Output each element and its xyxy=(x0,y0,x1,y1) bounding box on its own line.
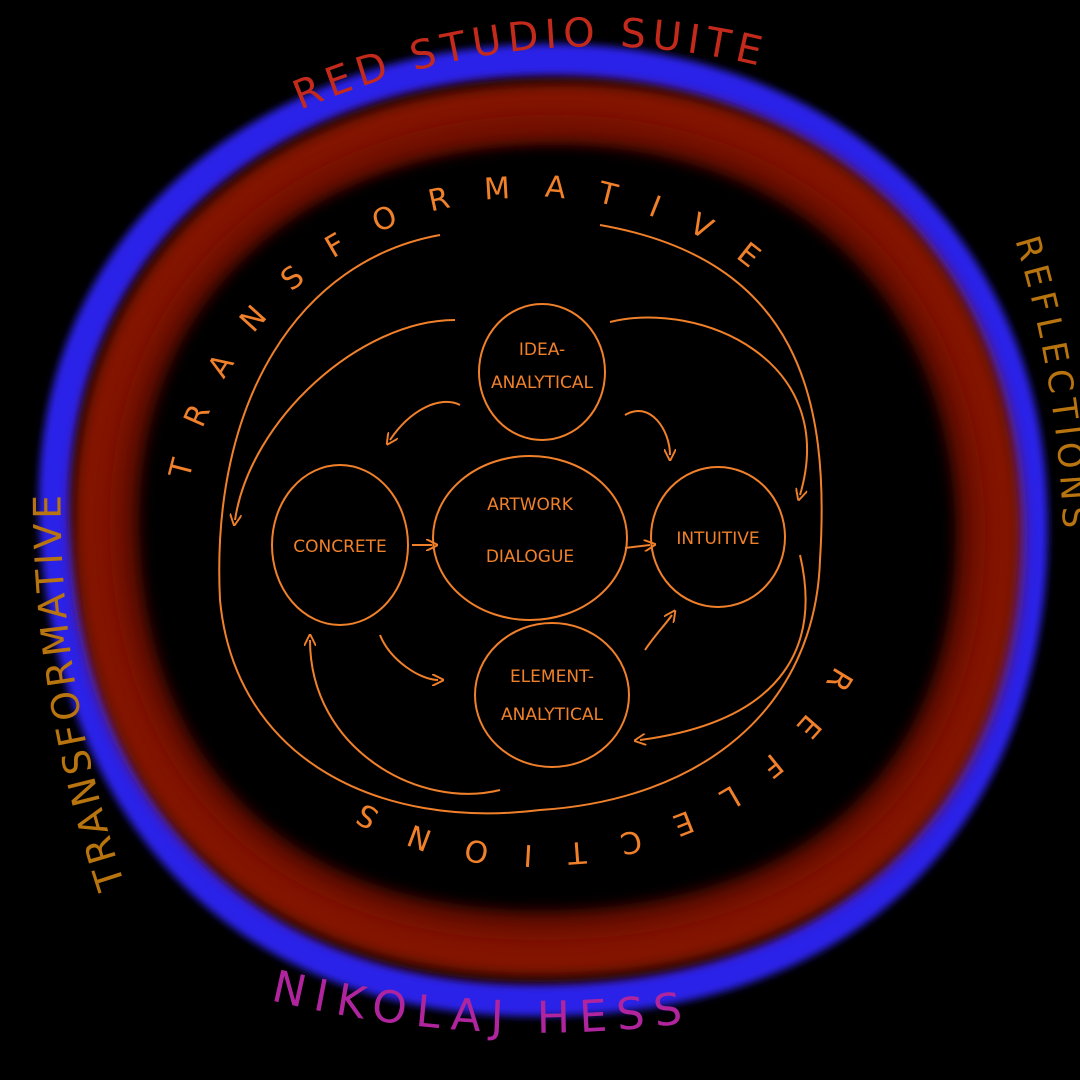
connector-lines xyxy=(218,224,823,815)
svg-text:ANALYTICAL: ANALYTICAL xyxy=(501,705,603,725)
node-intuitive: INTUITIVE xyxy=(650,466,786,608)
svg-text:IDEA-: IDEA- xyxy=(519,340,565,360)
svg-text:ANALYTICAL: ANALYTICAL xyxy=(491,373,593,393)
svg-text:ARTWORK: ARTWORK xyxy=(487,495,574,515)
node-element-analytical: ELEMENT- ANALYTICAL xyxy=(474,622,630,768)
svg-text:DIALOGUE: DIALOGUE xyxy=(486,547,574,567)
svg-text:CONCRETE: CONCRETE xyxy=(293,537,387,557)
red-ring xyxy=(72,82,1023,978)
blue-ring xyxy=(38,43,1048,1017)
node-idea-analytical: IDEA- ANALYTICAL xyxy=(478,303,606,441)
node-concrete: CONCRETE xyxy=(271,464,409,626)
svg-text:INTUITIVE: INTUITIVE xyxy=(676,529,759,549)
svg-text:ELEMENT-: ELEMENT- xyxy=(510,667,594,687)
node-artwork-dialogue: ARTWORK DIALOGUE xyxy=(432,455,628,621)
